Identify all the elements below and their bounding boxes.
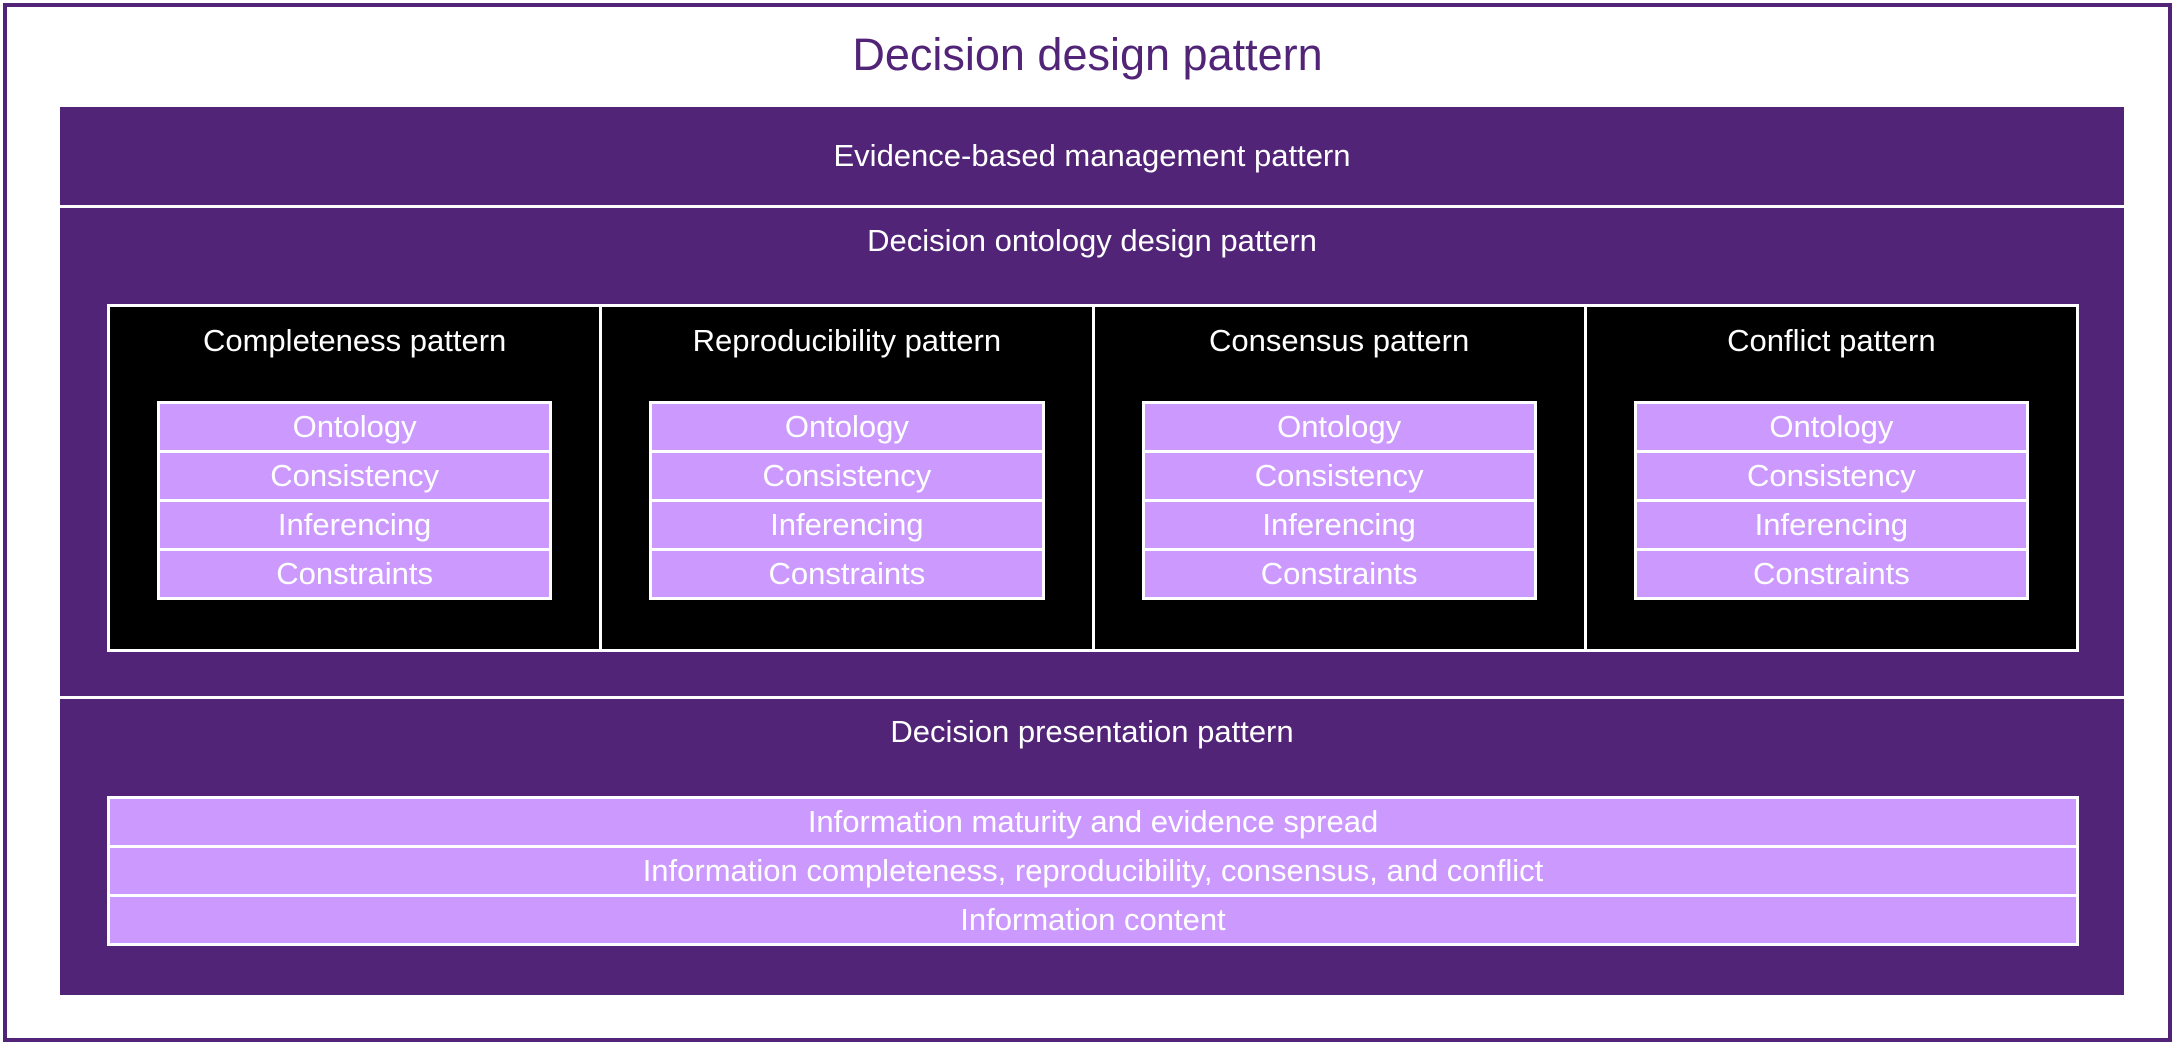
pattern-title: Consensus pattern — [1209, 323, 1470, 358]
stack-item-constraints: Constraints — [1144, 551, 1534, 600]
presentation-item-maturity: Information maturity and evidence spread — [110, 799, 2076, 848]
evidence-based-management-band: Evidence-based management pattern — [60, 107, 2124, 205]
stack-item-constraints: Constraints — [1636, 551, 2026, 600]
stack-item-ontology: Ontology — [652, 404, 1042, 453]
decision-ontology-band: Decision ontology design pattern Complet… — [60, 208, 2124, 696]
stack-item-ontology: Ontology — [1636, 404, 2026, 453]
conflict-pattern: Conflict pattern Ontology Consistency In… — [1587, 307, 2076, 649]
evidence-band-label: Evidence-based management pattern — [833, 138, 1351, 173]
stack-item-consistency: Consistency — [652, 453, 1042, 502]
pattern-title: Completeness pattern — [202, 323, 507, 358]
pattern-row: Completeness pattern Ontology Consistenc… — [107, 304, 2079, 652]
pattern-stack: Ontology Consistency Inferencing Constra… — [1633, 401, 2029, 600]
stack-item-inferencing: Inferencing — [160, 502, 550, 551]
ontology-band-label: Decision ontology design pattern — [867, 223, 1317, 258]
stack-item-consistency: Consistency — [160, 453, 550, 502]
decision-presentation-band: Decision presentation pattern Informatio… — [60, 699, 2124, 995]
stack-item-consistency: Consistency — [1144, 453, 1534, 502]
diagram-title: Decision design pattern — [852, 29, 1323, 80]
reproducibility-pattern: Reproducibility pattern Ontology Consist… — [602, 307, 1095, 649]
pattern-stack: Ontology Consistency Inferencing Constra… — [649, 401, 1045, 600]
stack-item-inferencing: Inferencing — [652, 502, 1042, 551]
stack-item-ontology: Ontology — [1144, 404, 1534, 453]
stack-item-constraints: Constraints — [652, 551, 1042, 600]
pattern-title: Conflict pattern — [1727, 323, 1936, 358]
consensus-pattern: Consensus pattern Ontology Consistency I… — [1095, 307, 1587, 649]
stack-item-inferencing: Inferencing — [1636, 502, 2026, 551]
presentation-stack: Information maturity and evidence spread… — [107, 796, 2079, 946]
pattern-stack: Ontology Consistency Inferencing Constra… — [157, 401, 553, 600]
presentation-item-completeness: Information completeness, reproducibilit… — [110, 848, 2076, 897]
stack-item-ontology: Ontology — [160, 404, 550, 453]
stack-item-inferencing: Inferencing — [1144, 502, 1534, 551]
presentation-item-content: Information content — [110, 897, 2076, 946]
stack-item-constraints: Constraints — [160, 551, 550, 600]
pattern-stack: Ontology Consistency Inferencing Constra… — [1141, 401, 1537, 600]
pattern-title: Reproducibility pattern — [692, 323, 1002, 358]
diagram-frame: Decision design pattern Evidence-based m… — [3, 3, 2172, 1042]
stack-item-consistency: Consistency — [1636, 453, 2026, 502]
completeness-pattern: Completeness pattern Ontology Consistenc… — [110, 307, 603, 649]
presentation-band-label: Decision presentation pattern — [890, 714, 1294, 749]
